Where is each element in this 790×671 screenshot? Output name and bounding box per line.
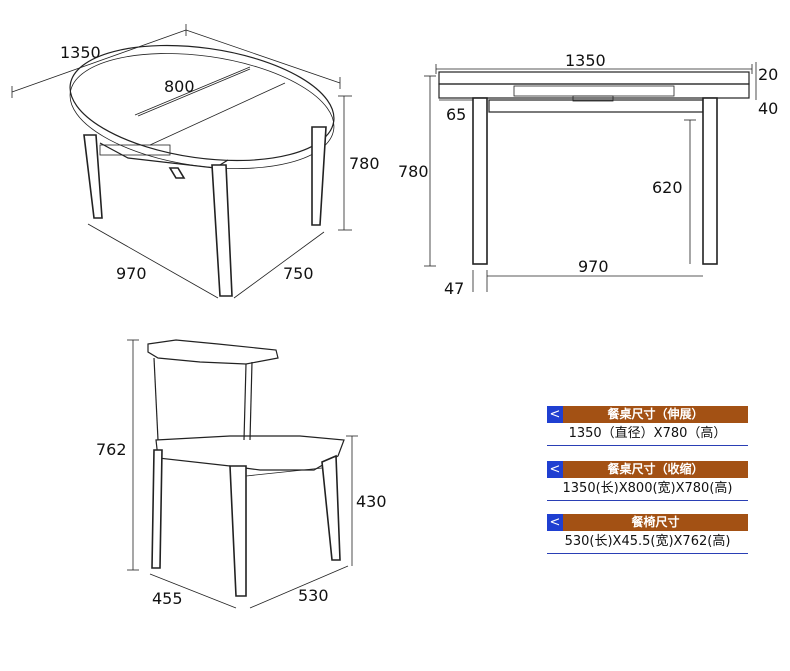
spec-title: 餐桌尺寸（伸展） [563, 406, 748, 423]
spec-title: 餐桌尺寸（收缩） [563, 461, 748, 478]
table-top-surface [69, 44, 335, 162]
spec-chair: < 餐椅尺寸 530(长)X45.5(宽)X762(高) [547, 514, 748, 554]
chevron-left-icon[interactable]: < [547, 406, 563, 423]
dim-label-1350-top: 1350 [60, 43, 101, 62]
dim-line-1350-diagonal [11, 29, 187, 93]
dim-label-970-front: 970 [578, 257, 609, 276]
spec-value: 1350（直径）X780（高） [547, 423, 748, 446]
dim-label-780-perspective: 780 [349, 154, 380, 173]
chair-perspective-view: 762 430 455 530 [96, 339, 387, 609]
spec-value: 1350(长)X800(宽)X780(高) [547, 478, 748, 501]
dim-label-20: 20 [758, 65, 778, 84]
table-front-view: 1350 20 40 65 780 620 970 47 [398, 51, 778, 298]
spec-table-retracted: < 餐桌尺寸（收缩） 1350(长)X800(宽)X780(高) [547, 461, 748, 501]
table-perspective-view: 1350 800 780 970 750 [11, 24, 380, 299]
dim-label-1350-front: 1350 [565, 51, 606, 70]
dim-label-800: 800 [164, 77, 195, 96]
dim-label-620: 620 [652, 178, 683, 197]
dim-label-430: 430 [356, 492, 387, 511]
chevron-left-icon[interactable]: < [547, 461, 563, 478]
spec-title: 餐椅尺寸 [563, 514, 748, 531]
dim-label-65: 65 [446, 105, 466, 124]
dim-label-455: 455 [152, 589, 183, 608]
dim-label-40: 40 [758, 99, 778, 118]
dim-label-750: 750 [283, 264, 314, 283]
dim-label-970-perspective: 970 [116, 264, 147, 283]
spec-table-extended: < 餐桌尺寸（伸展） 1350（直径）X780（高） [547, 406, 748, 446]
dim-label-530: 530 [298, 586, 329, 605]
spec-value: 530(长)X45.5(宽)X762(高) [547, 531, 748, 554]
dim-label-780-front: 780 [398, 162, 429, 181]
dim-label-47: 47 [444, 279, 464, 298]
chevron-left-icon[interactable]: < [547, 514, 563, 531]
dim-label-762: 762 [96, 440, 127, 459]
